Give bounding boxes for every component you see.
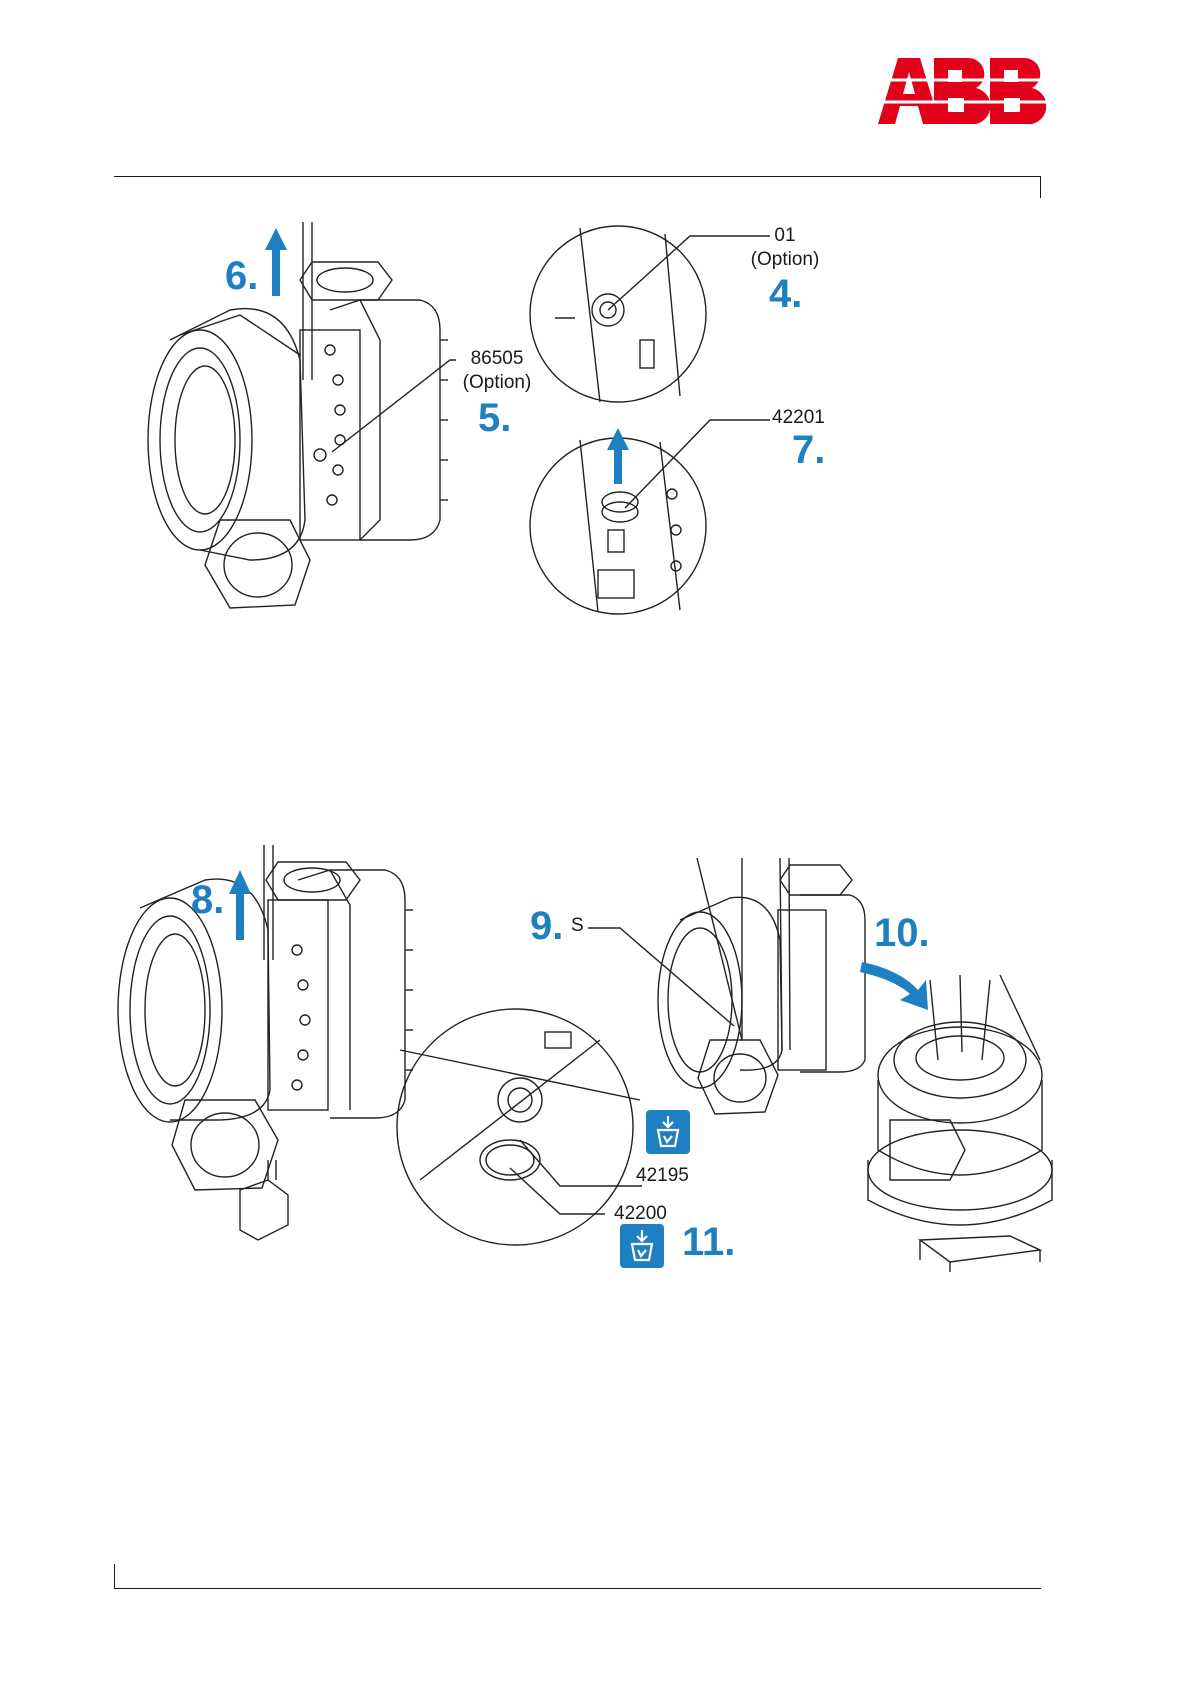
arrow-up-icon xyxy=(229,870,251,940)
leader-42200 xyxy=(510,1168,605,1214)
step-11: 11. xyxy=(682,1222,735,1262)
label-s-marker: S xyxy=(571,914,584,938)
turbocharger-drawing xyxy=(118,845,413,1240)
leader-s xyxy=(588,928,734,1026)
recycle-bin-icon xyxy=(646,1110,690,1154)
label-part-42195: 42195 xyxy=(636,1164,689,1188)
leader-42195 xyxy=(520,1140,642,1186)
label-part-42200: 42200 xyxy=(614,1202,667,1226)
turbocharger-drawing xyxy=(868,975,1052,1272)
curved-arrow-icon xyxy=(860,962,928,1010)
step-10: 10. xyxy=(874,913,930,953)
turbocharger-drawing xyxy=(658,858,865,1114)
step-9: 9. xyxy=(530,906,563,946)
detail-circle xyxy=(397,1009,640,1245)
recycle-bin-icon xyxy=(620,1224,664,1268)
step-8: 8. xyxy=(191,880,224,920)
